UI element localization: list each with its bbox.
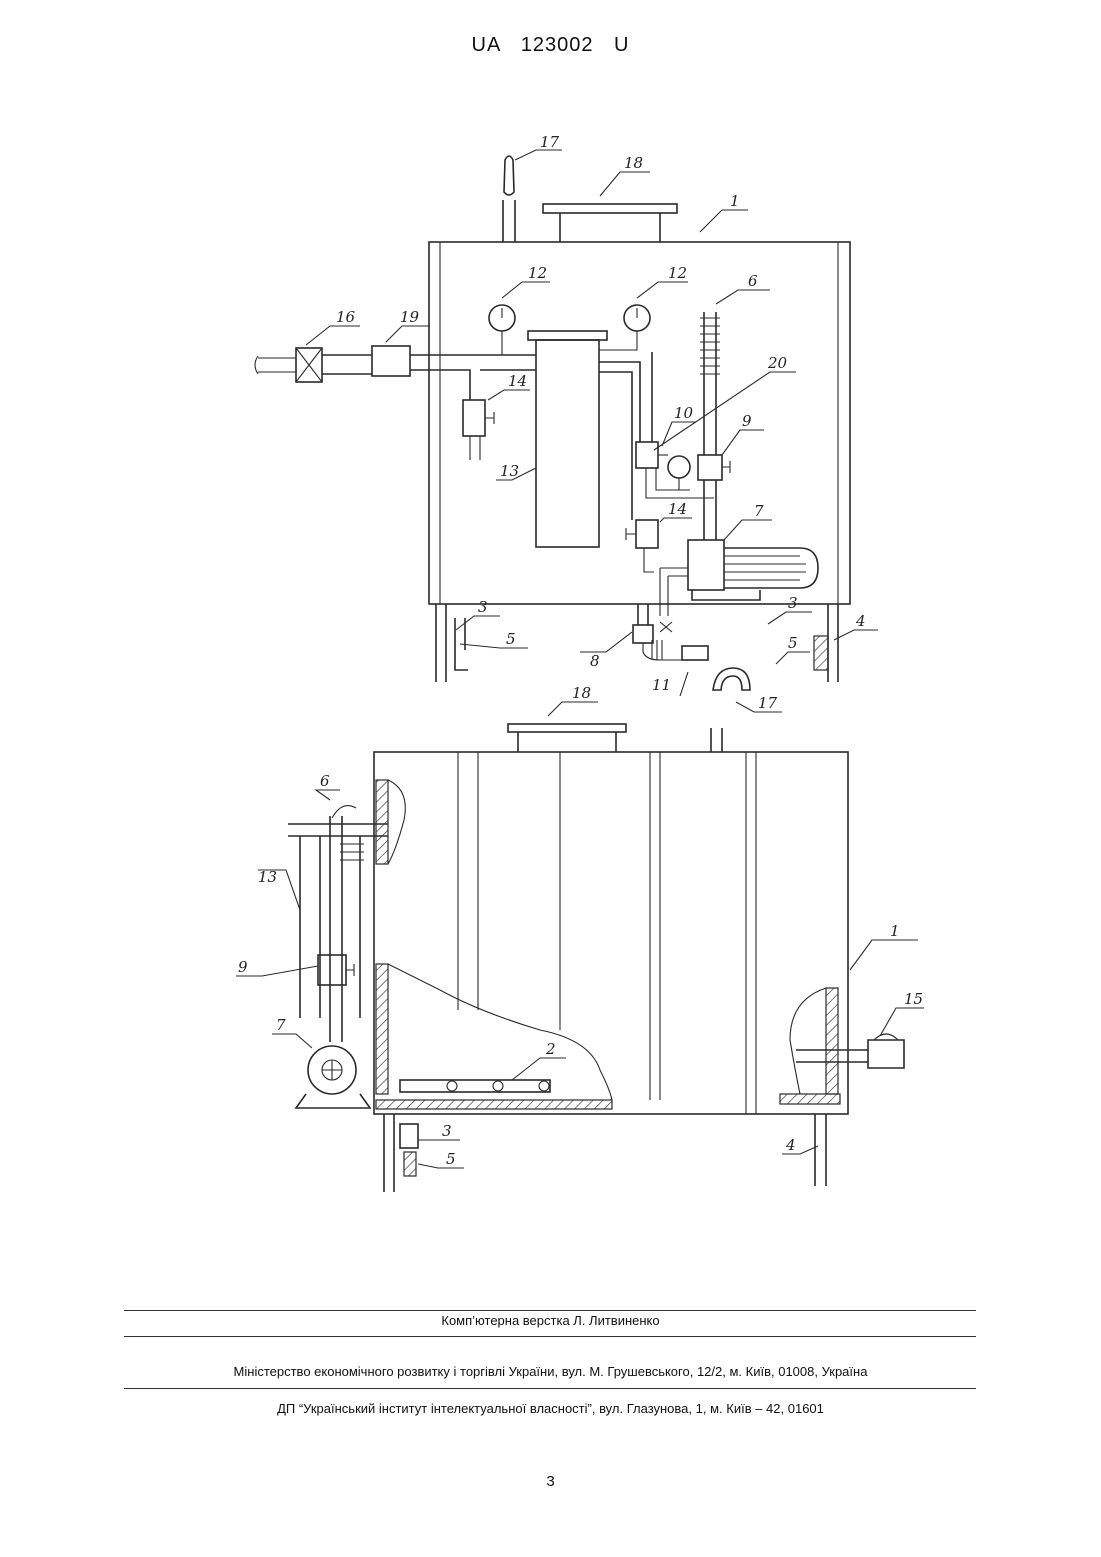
ref-label: 14 bbox=[668, 500, 687, 518]
technical-drawing: 17 18 1 12 12 6 16 19 20 14 10 9 13 14 7… bbox=[0, 0, 1101, 1300]
pressure-gauge-icon bbox=[668, 456, 690, 478]
ref-label: 1 bbox=[890, 922, 900, 940]
ref-label: 3 bbox=[442, 1122, 452, 1140]
ref-label: 6 bbox=[748, 272, 758, 290]
ref-label: 14 bbox=[508, 372, 527, 390]
ministry-address: Міністерство економічного розвитку і тор… bbox=[0, 1364, 1101, 1379]
institute-address: ДП “Український інститут інтелектуальної… bbox=[0, 1401, 1101, 1416]
ref-label: 4 bbox=[855, 612, 866, 630]
ref-label: 17 bbox=[540, 133, 560, 151]
ref-label: 10 bbox=[674, 404, 694, 422]
footer-rule bbox=[124, 1310, 976, 1311]
ref-label: 5 bbox=[446, 1150, 456, 1168]
top-view bbox=[255, 156, 850, 690]
ref-label: 18 bbox=[624, 154, 643, 172]
ref-label: 13 bbox=[500, 462, 519, 480]
ref-label: 17 bbox=[758, 694, 778, 712]
ref-label: 12 bbox=[668, 264, 687, 282]
ref-label: 9 bbox=[742, 412, 752, 430]
ref-label: 20 bbox=[767, 354, 788, 372]
layout-credit: Комп’ютерна верстка Л. Литвиненко bbox=[0, 1313, 1101, 1328]
ref-label: 19 bbox=[400, 308, 420, 326]
ref-label: 12 bbox=[528, 264, 547, 282]
ref-label: 11 bbox=[652, 676, 671, 694]
drawing-svg: 17 18 1 12 12 6 16 19 20 14 10 9 13 14 7… bbox=[0, 0, 1101, 1300]
side-view bbox=[288, 724, 904, 1192]
ref-label: 8 bbox=[590, 652, 600, 670]
tank-body-side bbox=[374, 752, 848, 1114]
ref-label: 3 bbox=[478, 598, 488, 616]
ref-label: 9 bbox=[238, 958, 248, 976]
footer-rule bbox=[124, 1388, 976, 1389]
ref-label: 16 bbox=[336, 308, 356, 326]
ref-label: 13 bbox=[258, 868, 277, 886]
pipe-17-top bbox=[504, 156, 514, 195]
ref-label: 18 bbox=[572, 684, 591, 702]
ref-label: 2 bbox=[545, 1040, 556, 1058]
ref-label: 5 bbox=[506, 630, 516, 648]
ref-label: 6 bbox=[320, 772, 330, 790]
ref-label: 1 bbox=[730, 192, 740, 210]
footer-rule bbox=[124, 1336, 976, 1337]
filter-13 bbox=[536, 340, 599, 547]
page-number: 3 bbox=[0, 1473, 1101, 1490]
ref-label: 7 bbox=[276, 1016, 286, 1034]
ref-label: 3 bbox=[788, 594, 798, 612]
ref-label: 15 bbox=[904, 990, 923, 1008]
ref-label: 5 bbox=[788, 634, 798, 652]
ref-label: 7 bbox=[754, 502, 764, 520]
ref-label: 4 bbox=[785, 1136, 796, 1154]
